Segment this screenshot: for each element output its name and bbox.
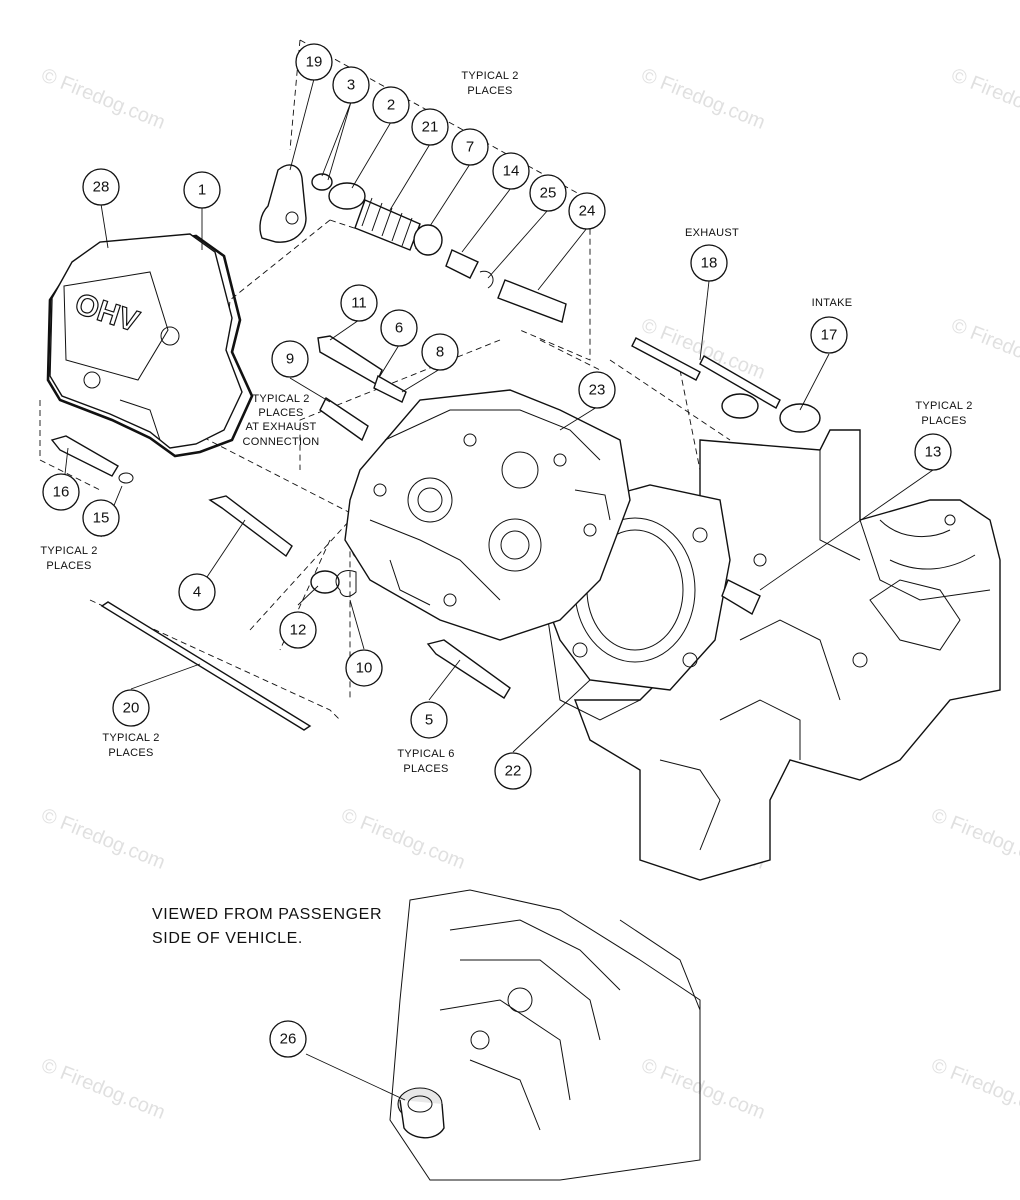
svg-text:21: 21 <box>422 119 439 136</box>
watermark: © Firedog.com <box>338 804 468 874</box>
callout-15: 15 <box>82 499 120 537</box>
svg-text:1: 1 <box>198 182 206 199</box>
notes: TYPICAL 2 PLACES EXHAUST INTAKE TYPICAL … <box>40 70 972 775</box>
note-typical2-left-line1: TYPICAL 2 <box>40 545 97 557</box>
rocker-arm <box>259 164 307 243</box>
note-typical2-pushrod-line2: PLACES <box>108 747 153 759</box>
note-exhaust-connection-line3: AT EXHAUST <box>245 421 316 433</box>
callouts: 19 3 2 21 7 14 25 24 28 1 11 6 8 9 23 18… <box>42 43 952 1058</box>
svg-text:24: 24 <box>579 203 596 220</box>
callout-14: 14 <box>492 152 530 190</box>
note-exhaust-connection-line1: TYPICAL 2 <box>252 393 309 405</box>
note-typical2-top-line2: PLACES <box>467 85 512 97</box>
note-typical2-top-line1: TYPICAL 2 <box>461 70 518 82</box>
svg-text:20: 20 <box>123 700 140 717</box>
callout-3: 3 <box>332 66 370 104</box>
caption-line2: SIDE OF VEHICLE. <box>152 930 303 947</box>
callout-2: 2 <box>372 86 410 124</box>
svg-text:25: 25 <box>540 185 557 202</box>
svg-text:23: 23 <box>589 382 606 399</box>
callout-24: 24 <box>568 192 606 230</box>
note-typical2-right-line2: PLACES <box>921 415 966 427</box>
svg-text:6: 6 <box>395 320 403 337</box>
callout-11: 11 <box>340 284 378 322</box>
svg-text:11: 11 <box>351 295 367 312</box>
callout-5: 5 <box>410 701 448 739</box>
note-exhaust: EXHAUST <box>685 227 739 239</box>
svg-text:16: 16 <box>53 484 70 501</box>
hardware <box>50 335 821 731</box>
svg-text:17: 17 <box>821 327 838 344</box>
note-intake: INTAKE <box>812 297 853 309</box>
watermark: © Firedog.com <box>638 1054 768 1124</box>
callout-6: 6 <box>380 309 418 347</box>
note-typical6-line2: PLACES <box>403 763 448 775</box>
callout-17: 17 <box>810 316 848 354</box>
watermark: © Firedog.com <box>928 804 1020 874</box>
note-typical2-right-line1: TYPICAL 2 <box>915 400 972 412</box>
svg-text:9: 9 <box>286 351 294 368</box>
valve-spring-stack <box>311 173 567 323</box>
callout-20: 20 <box>112 689 150 727</box>
watermark: © Firedog.com <box>38 1054 168 1124</box>
caption-line1: VIEWED FROM PASSENGER <box>152 906 382 923</box>
svg-text:12: 12 <box>290 622 307 639</box>
callout-16: 16 <box>42 473 80 511</box>
svg-text:19: 19 <box>306 54 323 71</box>
view-caption: VIEWED FROM PASSENGER SIDE OF VEHICLE. <box>152 906 382 947</box>
svg-text:28: 28 <box>93 179 110 196</box>
svg-text:3: 3 <box>347 77 355 94</box>
watermark: © Firedog.com <box>38 804 168 874</box>
callout-25: 25 <box>529 174 567 212</box>
callout-13: 13 <box>914 433 952 471</box>
note-exhaust-connection-line2: PLACES <box>258 407 303 419</box>
callout-18: 18 <box>690 244 728 282</box>
svg-text:7: 7 <box>466 139 474 156</box>
svg-text:26: 26 <box>280 1031 297 1048</box>
callout-19: 19 <box>295 43 333 81</box>
watermark: © Firedog.com <box>948 314 1020 384</box>
callout-7: 7 <box>451 128 489 166</box>
callout-23: 23 <box>578 371 616 409</box>
svg-text:14: 14 <box>503 163 520 180</box>
svg-text:4: 4 <box>193 584 201 601</box>
callout-26: 26 <box>269 1020 307 1058</box>
callout-22: 22 <box>494 752 532 790</box>
note-exhaust-connection-line4: CONNECTION <box>243 436 320 448</box>
callout-12: 12 <box>279 611 317 649</box>
svg-text:22: 22 <box>505 763 522 780</box>
note-typical2-left-line2: PLACES <box>46 560 91 572</box>
watermark: © Firedog.com <box>928 1054 1020 1124</box>
cylinder-head <box>344 389 631 641</box>
callout-21: 21 <box>411 108 449 146</box>
watermark: © Firedog.com <box>38 64 168 134</box>
valve-cover: OHV <box>46 233 254 458</box>
callout-10: 10 <box>345 649 383 687</box>
note-typical6-line1: TYPICAL 6 <box>397 748 454 760</box>
inset-view <box>389 889 701 1181</box>
callout-28: 28 <box>82 168 120 206</box>
callout-8: 8 <box>421 333 459 371</box>
svg-text:13: 13 <box>925 444 942 461</box>
svg-text:15: 15 <box>93 510 110 527</box>
svg-text:18: 18 <box>701 255 718 272</box>
callout-9: 9 <box>271 340 309 378</box>
engine-block <box>573 429 1001 881</box>
svg-text:2: 2 <box>387 97 395 114</box>
svg-text:10: 10 <box>356 660 373 677</box>
note-typical2-pushrod-line1: TYPICAL 2 <box>102 732 159 744</box>
svg-text:5: 5 <box>425 712 433 729</box>
callout-1: 1 <box>183 171 221 209</box>
callout-4: 4 <box>178 573 216 611</box>
watermark: © Firedog.com <box>638 64 768 134</box>
watermark: © Firedog.com <box>948 64 1020 134</box>
svg-text:8: 8 <box>436 344 444 361</box>
